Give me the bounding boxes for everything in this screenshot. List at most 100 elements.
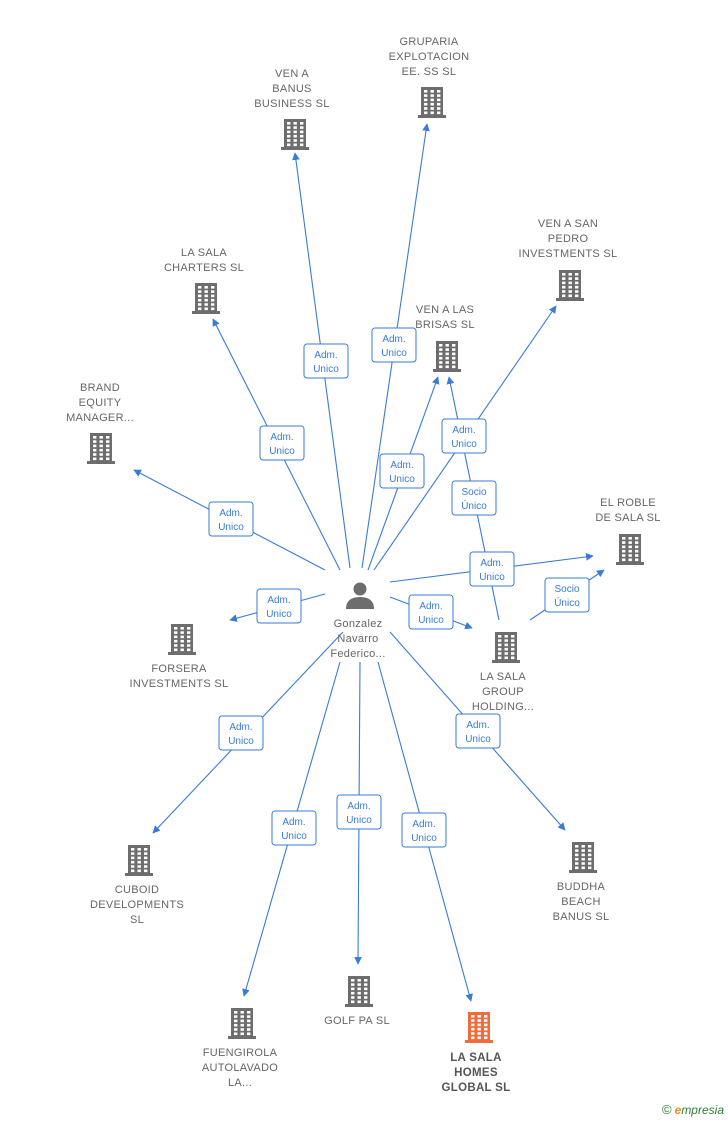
- edge-label-box: [379, 453, 425, 489]
- node-label-line: VEN A LAS: [416, 304, 474, 316]
- node-label-line: BRISAS SL: [415, 319, 475, 331]
- node-brand-equity[interactable]: BRANDEQUITYMANAGER...: [66, 382, 134, 464]
- node-label-line: FORSERA: [151, 663, 207, 675]
- edge-label-text: Adm.: [419, 601, 442, 612]
- edge-label-box: [455, 713, 501, 749]
- building-icon: [125, 845, 153, 876]
- edge-label-box: [256, 588, 302, 624]
- node-la-sala-group[interactable]: LA SALA GROUP HOLDING...: [472, 632, 534, 713]
- edge-label-text: Unico: [381, 348, 407, 359]
- edge-label-text: Adm.: [219, 508, 242, 519]
- node-person[interactable]: GonzalezNavarroFederico...: [330, 582, 385, 661]
- person-icon: [346, 582, 374, 609]
- edge-label-text: Único: [554, 596, 580, 609]
- node-label-line: LA SALA: [480, 671, 526, 683]
- edge-label-text: Unico: [389, 474, 415, 485]
- edge-label-text: Unico: [228, 736, 254, 747]
- edge-label-text: Unico: [266, 609, 292, 620]
- building-icon: [569, 842, 597, 873]
- node-label-line: EL ROBLE: [600, 497, 656, 509]
- edge-label-text: Adm.: [390, 460, 413, 471]
- edge-label-box: [271, 810, 317, 846]
- edge-label-brand-equity[interactable]: Adm.Unico: [208, 501, 254, 537]
- edge-label-text: Único: [461, 499, 487, 512]
- node-label-line: HOLDING...: [472, 701, 534, 713]
- edge-label-text: Unico: [313, 364, 339, 375]
- edge-label-la-sala-charters[interactable]: Adm.Unico: [259, 425, 305, 461]
- node-label-line: HOMES: [454, 1067, 498, 1079]
- node-label-line: BUSINESS SL: [254, 98, 329, 110]
- node-label-line: BANUS: [272, 83, 311, 95]
- node-fuengirola[interactable]: FUENGIROLAAUTOLAVADOLA...: [202, 1008, 278, 1089]
- edge-label-fuengirola[interactable]: Adm.Unico: [271, 810, 317, 846]
- edge-label-el-roble[interactable]: Adm.Unico: [469, 551, 515, 587]
- node-label-line: BUDDHA: [557, 881, 606, 893]
- node-label-line: PEDRO: [548, 233, 589, 245]
- edge-label-cuboid[interactable]: Adm. Unico: [218, 715, 264, 751]
- edge-label-box: [544, 577, 590, 613]
- node-golf-pa[interactable]: GOLF PA SL: [324, 976, 390, 1027]
- node-ven-a-las-brisas[interactable]: VEN A LAS BRISAS SL: [415, 304, 475, 372]
- building-icon: [556, 270, 584, 301]
- edge-label-box: [208, 501, 254, 537]
- node-label-line: VEN A: [275, 68, 309, 80]
- edge-label-ven-a-las-brisas[interactable]: Adm. Unico: [379, 453, 425, 489]
- node-label-line: INVESTMENTS SL: [130, 678, 229, 690]
- edge-label-ven-a-banus[interactable]: Adm.Unico: [303, 343, 349, 379]
- empresia-logo: ©empresia: [662, 1102, 724, 1117]
- building-icon: [87, 433, 115, 464]
- building-icon: [492, 632, 520, 663]
- building-icon: [281, 119, 309, 150]
- edge-label-buddha-beach[interactable]: Adm. Unico: [455, 713, 501, 749]
- building-icon: [168, 624, 196, 655]
- node-label-line: BANUS SL: [553, 911, 610, 923]
- node-buddha-beach[interactable]: BUDDHA BEACH BANUS SL: [553, 842, 610, 923]
- edge-label-text: Adm.: [412, 819, 435, 830]
- edge-label-text: Unico: [465, 734, 491, 745]
- node-label-line: BRAND: [80, 382, 120, 394]
- edge-label-la-sala-group[interactable]: Adm. Unico: [408, 594, 454, 630]
- edge-label-text: Unico: [418, 615, 444, 626]
- node-label-line: VEN A SAN: [538, 218, 598, 230]
- building-icon: [192, 283, 220, 314]
- node-ven-a-banus[interactable]: VEN A BANUS BUSINESS SL: [254, 68, 329, 150]
- edge-label-text: Adm.: [347, 801, 370, 812]
- node-la-sala-charters[interactable]: LA SALA CHARTERS SL: [164, 247, 244, 314]
- edge-label-text: Adm.: [466, 720, 489, 731]
- node-forsera[interactable]: FORSERA INVESTMENTS SL: [130, 624, 229, 690]
- edge-label-golf-pa[interactable]: Adm.Unico: [336, 794, 382, 830]
- building-icon: [345, 976, 373, 1007]
- edge-label-box: [401, 812, 447, 848]
- edge-label-text: Adm.: [267, 595, 290, 606]
- node-label-line: BEACH: [561, 896, 600, 908]
- edge-label-text: Adm.: [229, 722, 252, 733]
- building-icon: [616, 534, 644, 565]
- edge-label-text: Socio: [461, 487, 486, 498]
- edge-label-box: [408, 594, 454, 630]
- node-label-line: CHARTERS SL: [164, 262, 244, 274]
- edge-label-gruparia[interactable]: Adm.Unico: [371, 327, 417, 363]
- node-label-line: GROUP: [482, 686, 524, 698]
- node-label-line: Navarro: [337, 633, 378, 645]
- node-label-line: EE. SS SL: [402, 66, 457, 78]
- edge-label-box: [469, 551, 515, 587]
- node-label-line: CUBOID: [115, 884, 160, 896]
- edge-label-forsera[interactable]: Adm. Unico: [256, 588, 302, 624]
- edge-label-ven-a-san-pedro[interactable]: Adm.Unico: [441, 418, 487, 454]
- node-label-line: FUENGIROLA: [203, 1047, 278, 1059]
- node-label-line: LA SALA: [181, 247, 227, 259]
- edge-label-box: [451, 480, 497, 516]
- node-label-line: GLOBAL SL: [442, 1082, 511, 1094]
- edge-label-la-sala-homes[interactable]: Adm.Unico: [401, 812, 447, 848]
- edge-label-box: [303, 343, 349, 379]
- node-label-line: EXPLOTACION: [389, 51, 470, 63]
- edge-label-box: [259, 425, 305, 461]
